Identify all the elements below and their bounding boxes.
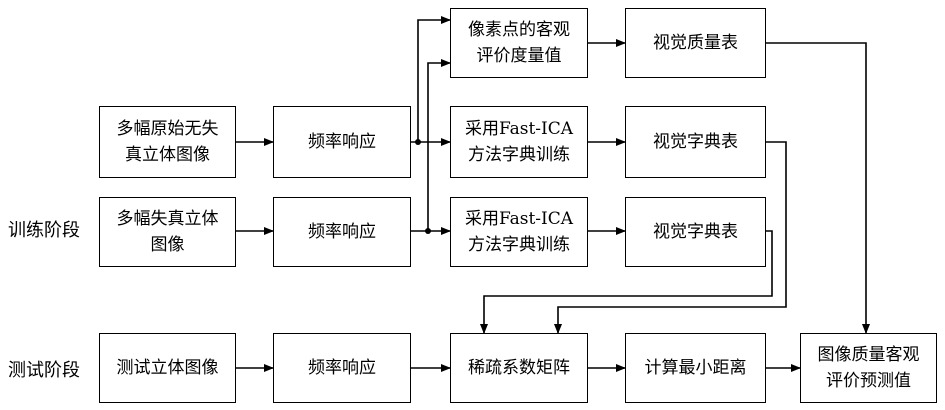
- visual-dictionary-distorted-box: 视觉字典表: [625, 197, 766, 267]
- junction-dot-original: [415, 139, 421, 145]
- fastica-training-distorted-box: 采用Fast-ICA 方法字典训练: [450, 197, 588, 267]
- visual-quality-table-box: 视觉质量表: [625, 8, 766, 78]
- original-stereo-images-box: 多幅原始无失 真立体图像: [99, 106, 236, 178]
- freq-response-distorted-box: 频率响应: [273, 197, 411, 267]
- arrow-branch-original-to-pixel: [418, 20, 450, 142]
- quality-prediction-box: 图像质量客观 评价预测值: [800, 333, 937, 403]
- arrow-quality-table-to-prediction: [766, 43, 866, 333]
- testing-stage-label: 测试阶段: [8, 356, 80, 382]
- freq-response-test-box: 频率响应: [273, 333, 411, 403]
- pixel-objective-eval-box: 像素点的客观 评价度量值: [450, 8, 588, 78]
- compute-min-distance-box: 计算最小距离: [625, 333, 766, 403]
- sparse-coefficient-matrix-box: 稀疏系数矩阵: [450, 333, 588, 403]
- visual-dictionary-original-box: 视觉字典表: [625, 106, 766, 178]
- training-stage-label: 训练阶段: [8, 216, 80, 242]
- arrow-branch-distorted-to-pixel: [428, 63, 450, 231]
- test-stereo-image-box: 测试立体图像: [99, 333, 236, 403]
- junction-dot-distorted: [425, 228, 431, 234]
- distorted-stereo-images-box: 多幅失真立体 图像: [99, 197, 236, 267]
- freq-response-original-box: 频率响应: [273, 106, 411, 178]
- fastica-training-original-box: 采用Fast-ICA 方法字典训练: [450, 106, 588, 178]
